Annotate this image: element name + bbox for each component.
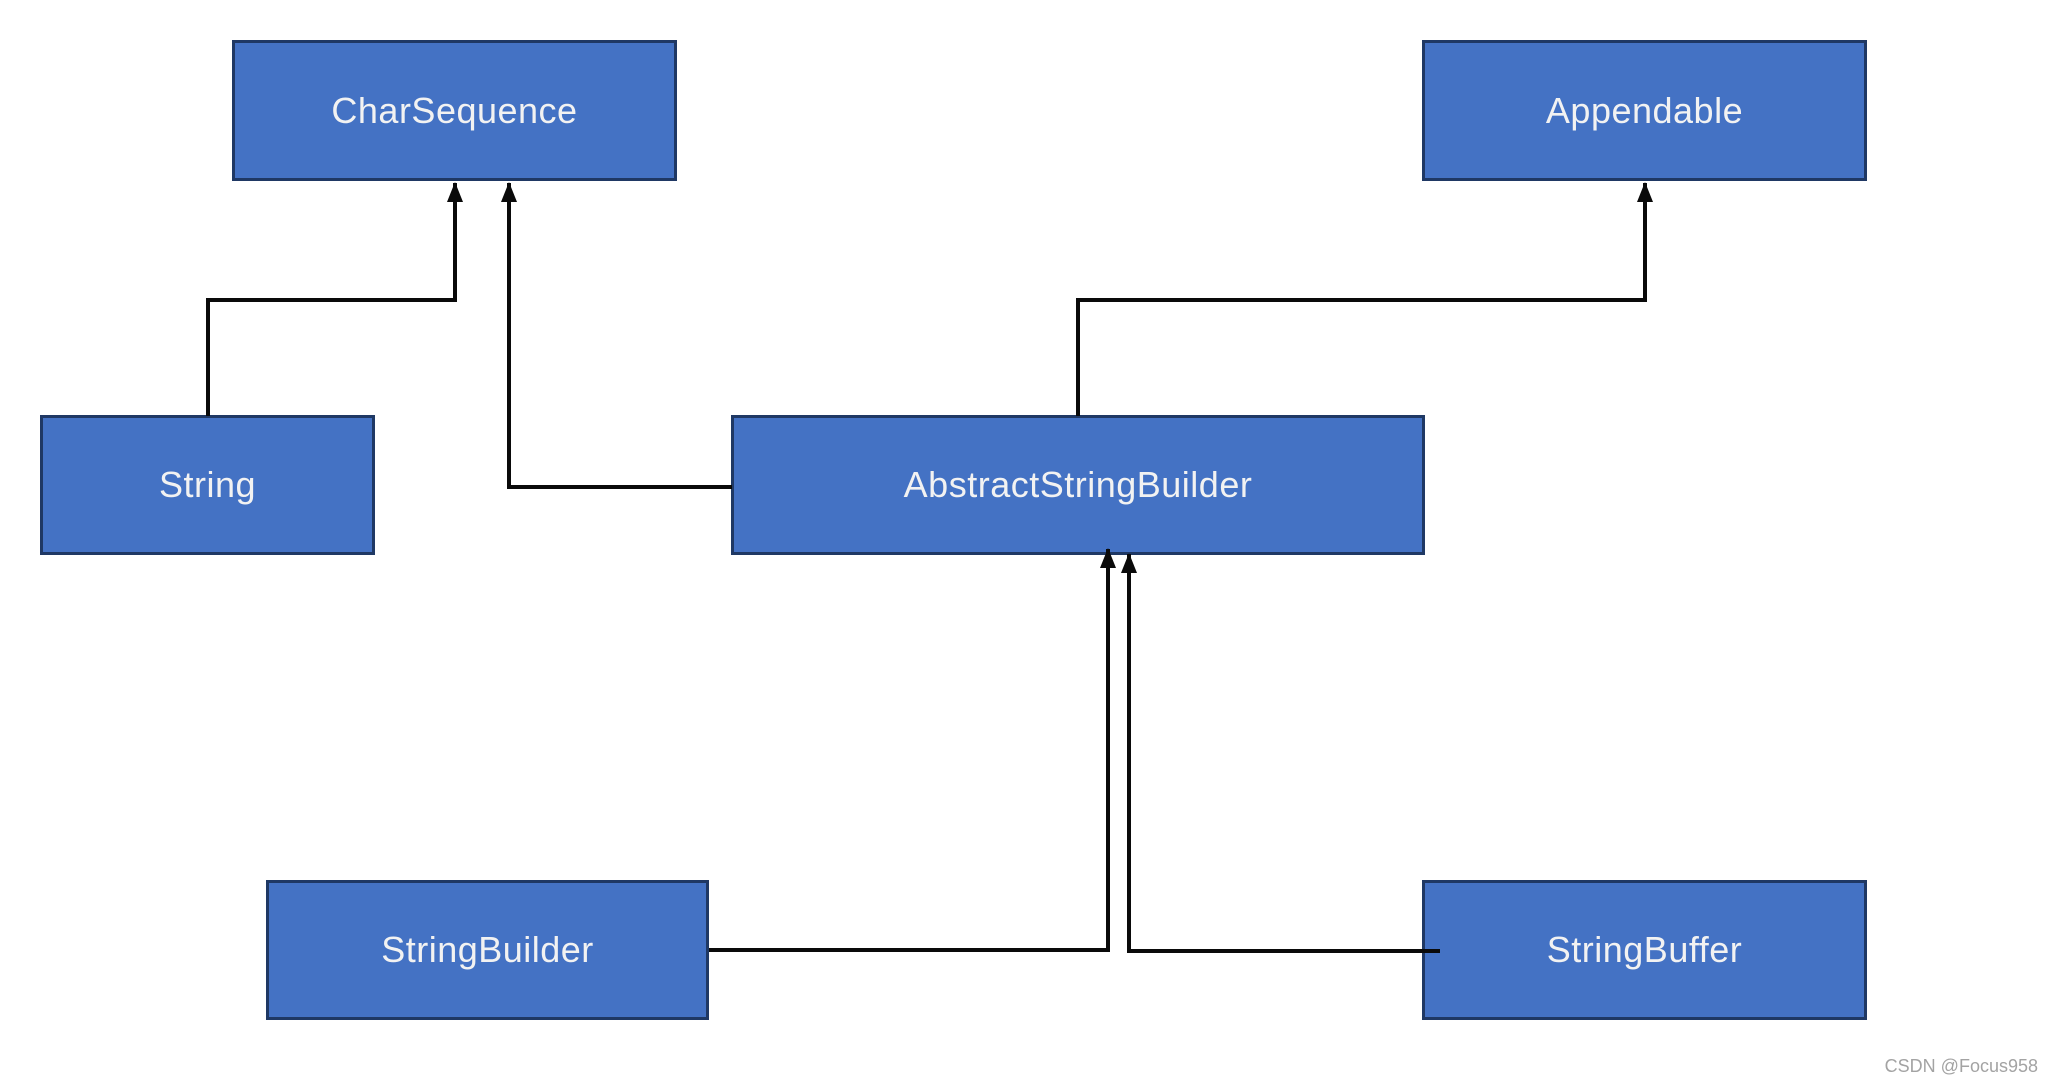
class-node-charsequence: CharSequence: [232, 40, 677, 181]
class-node-label: Appendable: [1545, 89, 1744, 131]
class-node-appendable: Appendable: [1422, 40, 1867, 181]
class-node-label: CharSequence: [331, 89, 578, 131]
inheritance-edge-stringbuilder-to-abstractstringbuilder: [709, 548, 1116, 952]
inheritance-edge-string-to-charsequence: [206, 182, 463, 416]
inheritance-edge-abstractstringbuilder-to-appendable: [1076, 182, 1653, 416]
watermark-text: CSDN @Focus958: [1884, 1056, 2038, 1076]
inheritance-edge-abstractstringbuilder-to-charsequence: [501, 182, 732, 489]
class-node-label: StringBuilder: [381, 929, 594, 970]
class-node-label: String: [158, 464, 257, 505]
class-node-string: String: [40, 415, 375, 555]
class-node-label: StringBuffer: [1546, 929, 1743, 970]
class-node-abstractstringbuilder: AbstractStringBuilder: [731, 415, 1425, 555]
class-node-stringbuilder: StringBuilder: [266, 880, 709, 1020]
class-node-stringbuffer: StringBuffer: [1422, 880, 1867, 1020]
class-node-label: AbstractStringBuilder: [903, 464, 1253, 505]
inheritance-edge-stringbuffer-to-abstractstringbuilder: [1121, 553, 1440, 953]
